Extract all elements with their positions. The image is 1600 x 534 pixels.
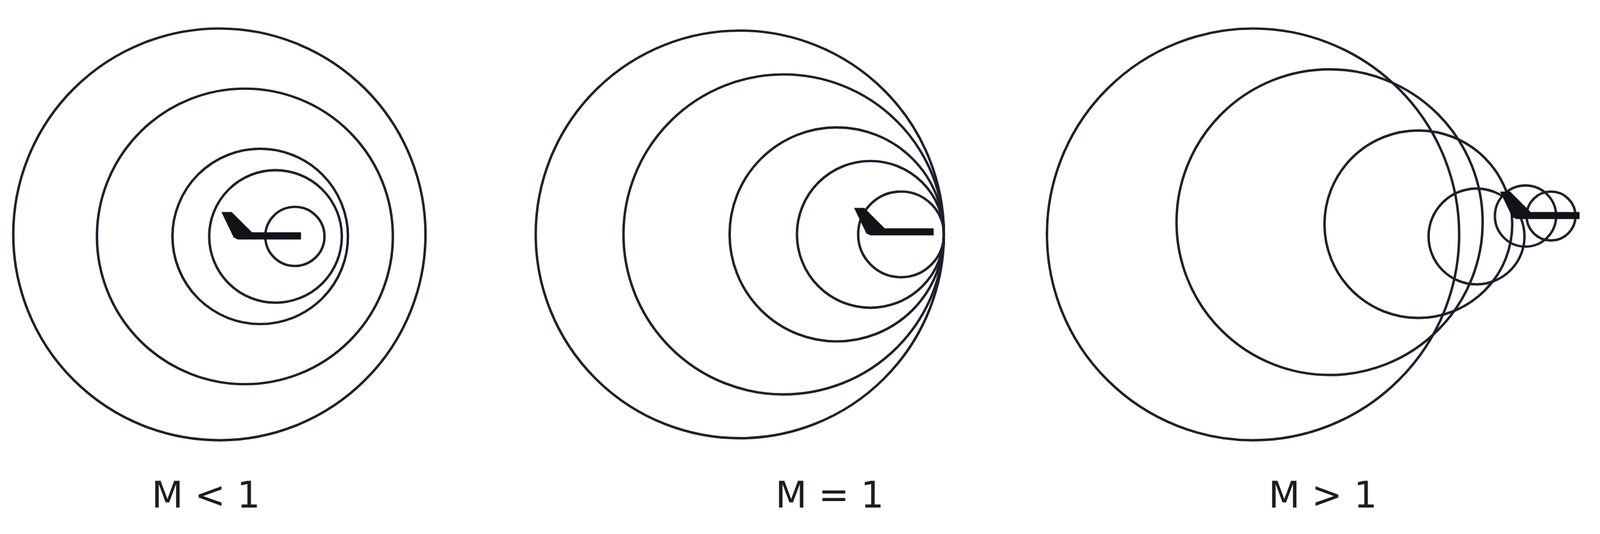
subsonic-wavefronts [13, 28, 427, 441]
mach-label: M > 1 [1268, 475, 1377, 516]
sonic-wavefronts [535, 30, 944, 439]
mach-label: M = 1 [775, 475, 884, 516]
airplane-icon [1499, 191, 1580, 220]
mach-label: M < 1 [151, 475, 261, 516]
airplane-icon [853, 207, 934, 236]
supersonic-wavefronts [1046, 28, 1576, 441]
airplane-icon [221, 211, 301, 240]
